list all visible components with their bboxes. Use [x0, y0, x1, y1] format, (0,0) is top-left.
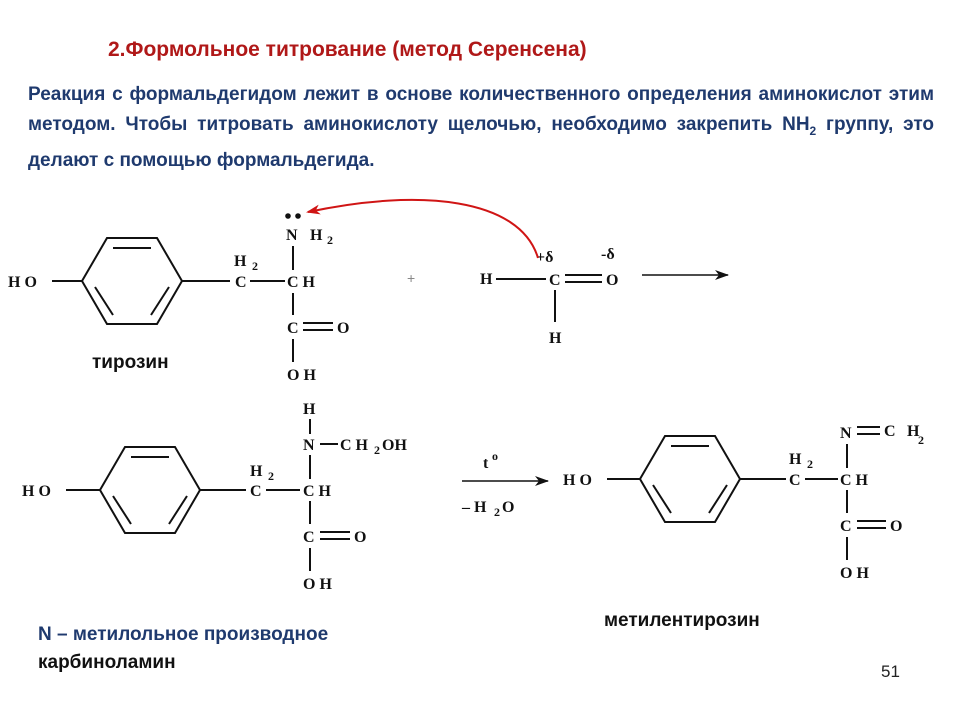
- hcho-plus-delta: +δ: [536, 249, 553, 266]
- tyr-ch2-c: C: [235, 274, 247, 291]
- mtl-ch2-c: C: [250, 483, 262, 500]
- tyr-lone-pair-2: [295, 213, 301, 219]
- tyr-lone-pair-1: [285, 213, 291, 219]
- mty-n: N: [840, 425, 852, 442]
- mty-ring-double-2: [708, 484, 728, 514]
- mty-ch2-c: C: [789, 472, 801, 489]
- tyr-ring-double-2: [150, 286, 170, 316]
- label-n-methylol: N – метилольное производное: [38, 624, 329, 645]
- tyr-ho: H O: [8, 274, 37, 291]
- intro-text-2: группу, это делают с помощью формальдеги…: [28, 114, 934, 171]
- label-carbinolamine: карбиноламин: [38, 652, 176, 673]
- mty-ho: H O: [563, 472, 592, 489]
- mty-ch2-methylene-sub: 2: [918, 433, 924, 447]
- condition-minus-water: – H: [461, 499, 487, 516]
- mtl-ring-double-2: [168, 495, 188, 525]
- tyr-cooh-o: O: [337, 320, 349, 337]
- tyr-nh2-h: H: [310, 227, 323, 244]
- mty-cooh-c: C: [840, 518, 852, 535]
- slide-title: 2.Формольное титрование (метод Серенсена…: [108, 38, 587, 61]
- tyr-cooh-c: C: [287, 320, 299, 337]
- mty-ch: C H: [840, 472, 869, 489]
- mtl-ch2-sub: 2: [268, 469, 274, 483]
- mty-ch2-methylene-c: C: [884, 423, 896, 440]
- tyr-ch2-h: H: [234, 253, 247, 270]
- n-methylol-molecule: H O H 2 C C H H N C H 2 OH C O O H: [22, 401, 407, 593]
- mtl-cooh-o: O: [354, 529, 366, 546]
- tyr-benzene-ring: [80, 237, 184, 325]
- mty-cooh-o: O: [890, 518, 902, 535]
- intro-nh-subscript: 2: [809, 123, 817, 138]
- mtl-benzene-ring: [98, 446, 202, 534]
- condition-temp-degree: o: [492, 449, 498, 463]
- formaldehyde-molecule: H C +δ O -δ H: [480, 246, 618, 347]
- hcho-c: C: [549, 272, 561, 289]
- intro-paragraph: Реакция с формальдегидом лежит в основе …: [28, 80, 934, 176]
- mtl-ch2oh-oh: OH: [382, 437, 407, 454]
- methylene-tyrosine-molecule: H O H 2 C C H N C H 2 C O O H: [563, 423, 924, 582]
- plus-sign: +: [407, 270, 415, 286]
- mtl-n: N: [303, 437, 315, 454]
- tyr-n: N: [286, 227, 298, 244]
- mtl-oh: O H: [303, 576, 332, 593]
- tyr-ring-double-3: [94, 286, 114, 316]
- mty-ring-double-3: [652, 484, 672, 514]
- mtl-ho: H O: [22, 483, 51, 500]
- tyr-ch2-sub: 2: [252, 259, 258, 273]
- mtl-n-h: H: [303, 401, 316, 418]
- tyr-ch: C H: [287, 274, 316, 291]
- mtl-ch2oh-c: C H: [340, 437, 369, 454]
- mtl-ring-double-3: [112, 495, 132, 525]
- mty-ch2-sub: 2: [807, 457, 813, 471]
- mtl-ch: C H: [303, 483, 332, 500]
- hcho-o: O: [606, 272, 618, 289]
- page-number: 51: [881, 662, 900, 681]
- mty-ch2-methylene-h: H: [907, 423, 920, 440]
- hcho-h-bottom: H: [549, 330, 562, 347]
- mty-oh: O H: [840, 565, 869, 582]
- mtl-ch2oh-sub: 2: [374, 443, 380, 457]
- label-tyrosine: тирозин: [92, 352, 169, 373]
- hcho-h-left: H: [480, 271, 493, 288]
- tyr-oh: O H: [287, 367, 316, 384]
- intro-text-1: Реакция с формальдегидом лежит в основе …: [28, 84, 934, 135]
- mty-benzene-ring: [638, 435, 742, 523]
- tyr-nh2-sub: 2: [327, 233, 333, 247]
- condition-temp: t: [483, 455, 489, 472]
- mtl-ch2-h: H: [250, 463, 263, 480]
- hcho-minus-delta: -δ: [601, 246, 615, 263]
- red-curved-arrow: [306, 198, 539, 259]
- condition-water-o: O: [502, 499, 514, 516]
- condition-water-sub: 2: [494, 505, 500, 519]
- mty-ch2-h: H: [789, 451, 802, 468]
- mtl-cooh-c: C: [303, 529, 315, 546]
- tyrosine-molecule: H O H 2 C C H N H 2 C O O H: [8, 213, 349, 384]
- intro-nh: NH: [782, 114, 810, 135]
- label-methylene-tyrosine: метилентирозин: [604, 610, 760, 631]
